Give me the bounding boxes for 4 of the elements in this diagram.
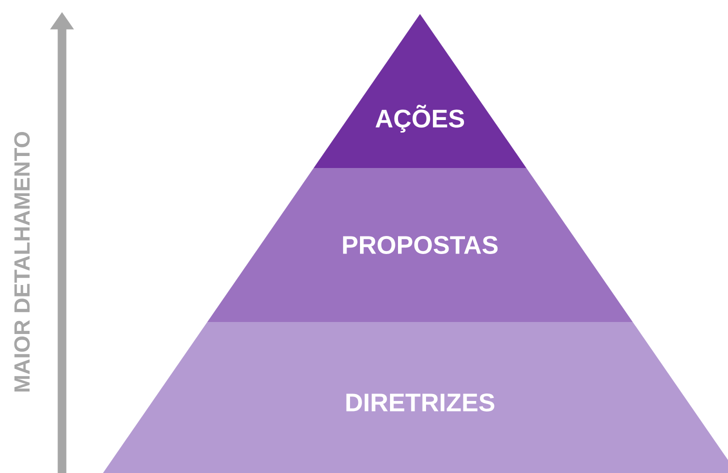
pyramid-top: AÇÕES [314,14,526,168]
axis-label: MAIOR DETALHAMENTO [14,132,30,392]
pyramid-band: DIRETRIZES [103,322,728,473]
pyramid-band: PROPOSTAS [207,168,633,322]
